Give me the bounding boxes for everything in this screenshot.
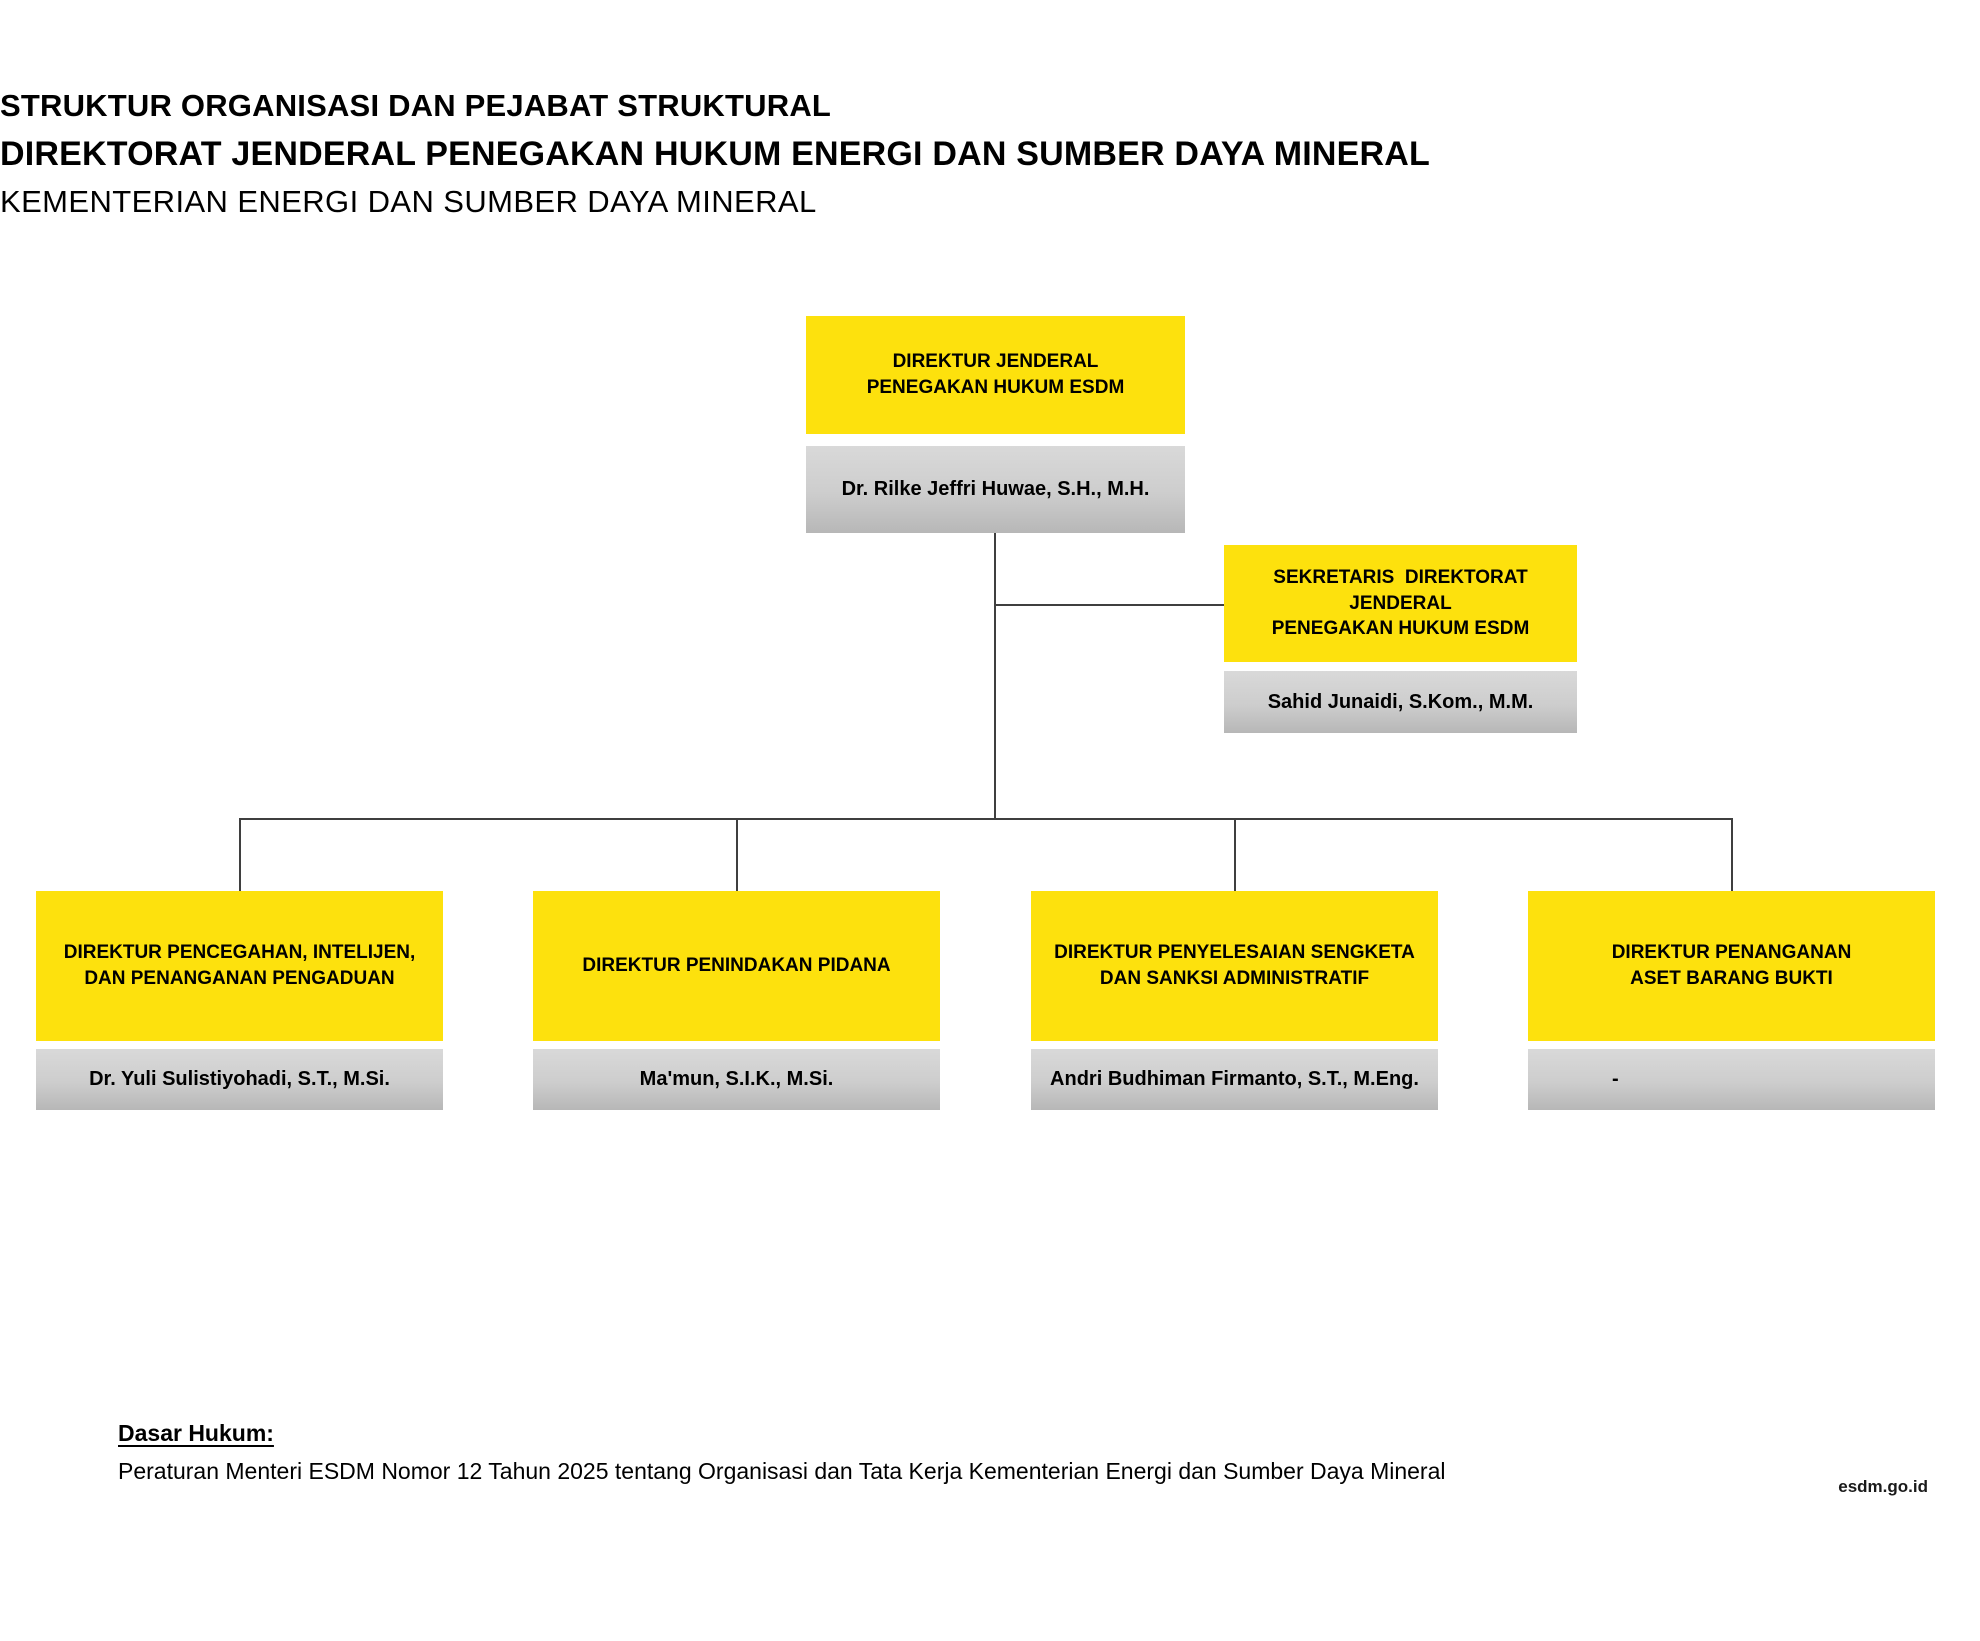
connector-drop-director-3 <box>1234 818 1236 892</box>
node-director-3-title: DIREKTUR PENYELESAIAN SENGKETA DAN SANKS… <box>1031 891 1438 1041</box>
node-director-1-name: Dr. Yuli Sulistiyohadi, S.T., M.Si. <box>36 1049 443 1110</box>
node-director-3-name: Andri Budhiman Firmanto, S.T., M.Eng. <box>1031 1049 1438 1110</box>
connector-trunk-vertical <box>994 533 996 819</box>
node-director-general-title: DIREKTUR JENDERAL PENEGAKAN HUKUM ESDM <box>806 316 1185 434</box>
node-secretary-name: Sahid Junaidi, S.Kom., M.M. <box>1224 671 1577 733</box>
connector-secretary-horizontal <box>994 604 1224 606</box>
page-title-line1: STRUKTUR ORGANISASI DAN PEJABAT STRUKTUR… <box>0 88 832 123</box>
connector-drop-director-2 <box>736 818 738 892</box>
node-director-2-title: DIREKTUR PENINDAKAN PIDANA <box>533 891 940 1041</box>
connector-drop-director-4 <box>1731 818 1733 892</box>
node-director-1-title: DIREKTUR PENCEGAHAN, INTELIJEN, DAN PENA… <box>36 891 443 1041</box>
node-director-4-name: - <box>1528 1049 1935 1110</box>
node-director-general-name: Dr. Rilke Jeffri Huwae, S.H., M.H. <box>806 446 1185 533</box>
node-director-4-title: DIREKTUR PENANGANAN ASET BARANG BUKTI <box>1528 891 1935 1041</box>
legal-basis-label: Dasar Hukum: <box>118 1420 274 1446</box>
node-director-2-name: Ma'mun, S.I.K., M.Si. <box>533 1049 940 1110</box>
node-secretary-title: SEKRETARIS DIREKTORAT JENDERAL PENEGAKAN… <box>1224 545 1577 662</box>
connector-drop-director-1 <box>239 818 241 892</box>
connector-directors-horizontal <box>239 818 1733 820</box>
legal-basis-text: Peraturan Menteri ESDM Nomor 12 Tahun 20… <box>118 1458 1446 1484</box>
website-label: esdm.go.id <box>1838 1477 1928 1496</box>
page-title-line2: DIREKTORAT JENDERAL PENEGAKAN HUKUM ENER… <box>0 135 1430 173</box>
page-title-line3: KEMENTERIAN ENERGI DAN SUMBER DAYA MINER… <box>0 184 817 219</box>
